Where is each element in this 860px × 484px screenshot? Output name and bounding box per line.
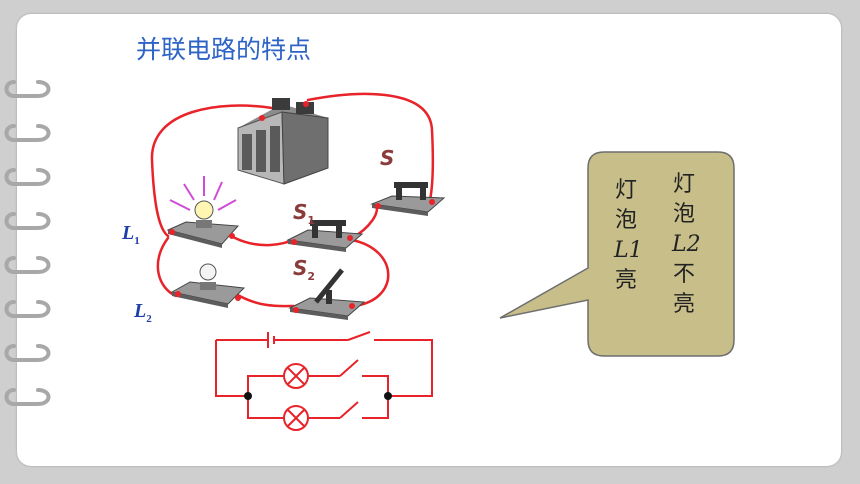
glow-rays (169, 176, 237, 211)
wire (306, 92, 435, 202)
wire (350, 238, 390, 308)
battery-icon (237, 98, 329, 185)
label-s1: S1 (293, 200, 316, 227)
junction-node (384, 392, 392, 400)
bulb-l2 (170, 263, 246, 308)
binder-ring-icon (4, 256, 51, 274)
binder-ring-icon (4, 168, 51, 186)
wire (156, 236, 178, 298)
speech-bubble (499, 151, 735, 357)
binder-ring-icon (4, 124, 51, 142)
binder-ring-icon (4, 344, 51, 362)
knife-switch-icon (288, 268, 366, 320)
wire (150, 104, 274, 238)
binder-ring-icon (4, 212, 51, 230)
knife-switch-icon (370, 182, 446, 216)
label-l2: L2 (134, 300, 152, 325)
callout-column-l2: 灯 泡 L2 不 亮 (672, 172, 701, 317)
junction-node (244, 392, 252, 400)
page-title: 并联电路的特点 (136, 35, 312, 64)
binder-ring-icon (4, 388, 51, 406)
label-s: S (380, 146, 395, 170)
binder-ring-icon (4, 300, 51, 318)
schematic (215, 331, 433, 431)
binder-ring-icon (4, 80, 51, 98)
label-s2: S2 (293, 256, 316, 283)
callout-column-l1: 灯 泡 L1 亮 (614, 178, 643, 293)
bulb-l1 (166, 176, 240, 248)
wire (233, 236, 294, 247)
binder-rings (4, 80, 51, 406)
bulb-icon (194, 200, 214, 220)
knife-switch-icon (286, 220, 364, 252)
bulb-icon (199, 263, 217, 281)
wire (234, 292, 296, 308)
label-l1: L1 (122, 222, 140, 247)
